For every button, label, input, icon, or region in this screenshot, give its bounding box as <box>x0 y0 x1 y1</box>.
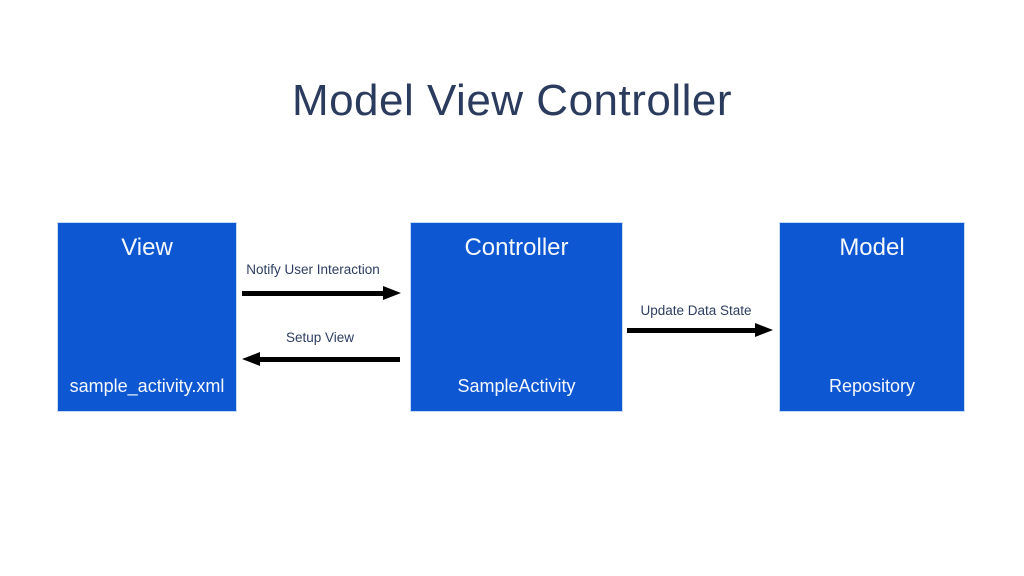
update-data-state-arrow-label: Update Data State <box>640 303 752 318</box>
controller-box-subtitle: SampleActivity <box>457 376 576 396</box>
view-box-title: View <box>121 234 173 261</box>
slide-title: Model View Controller <box>291 76 733 125</box>
setup-view-arrow-shaft <box>260 357 400 362</box>
controller-box: Controller SampleActivity <box>411 223 622 411</box>
model-box-title: Model <box>839 234 905 261</box>
arrow-right-icon <box>383 286 401 300</box>
view-box-subtitle: sample_activity.xml <box>69 376 225 396</box>
arrow-right-icon <box>755 323 773 337</box>
model-box: Model Repository <box>780 223 964 411</box>
notify-user-interaction-arrow-shaft <box>242 291 383 296</box>
arrow-left-icon <box>242 352 260 366</box>
model-box-subtitle: Repository <box>828 376 916 396</box>
notify-user-interaction-arrow-label: Notify User Interaction <box>246 262 380 277</box>
setup-view-arrow-label: Setup View <box>285 330 355 345</box>
view-box: View sample_activity.xml <box>58 223 236 411</box>
update-data-state-arrow-shaft <box>627 328 755 333</box>
controller-box-title: Controller <box>464 234 569 261</box>
